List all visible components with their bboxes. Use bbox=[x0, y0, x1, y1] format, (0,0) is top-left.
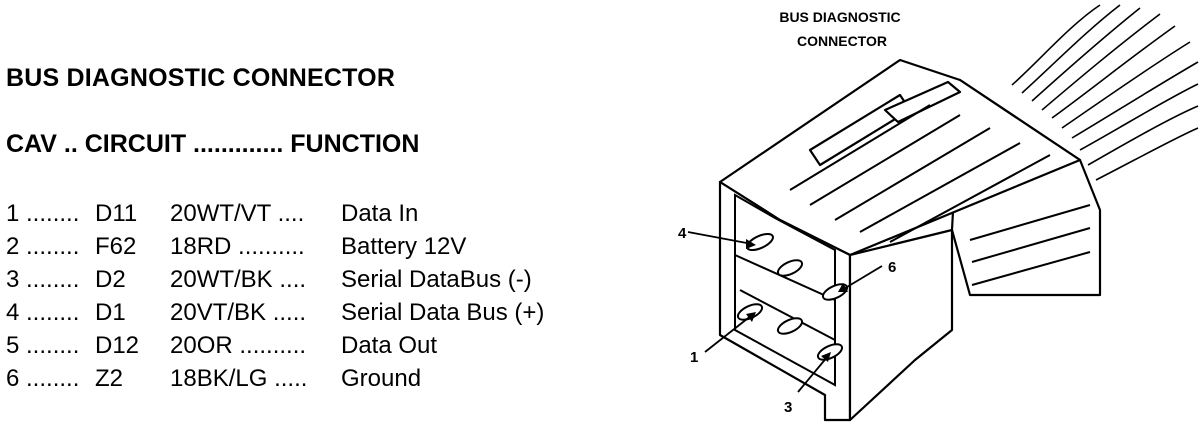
function-cell: Ground bbox=[341, 365, 422, 392]
terminal-5 bbox=[776, 317, 804, 335]
wire-bundle bbox=[1011, 4, 1199, 181]
connector-terminals bbox=[736, 232, 849, 361]
function-cell: Serial Data Bus (+) bbox=[341, 299, 545, 326]
circuit-cell: D2 bbox=[95, 266, 126, 293]
callout-6: 6 bbox=[888, 259, 896, 276]
cav-cell: 2 ........ bbox=[6, 233, 80, 260]
callout-arrowheads bbox=[746, 239, 848, 362]
function-cell: Data In bbox=[341, 200, 419, 227]
function-cell: Data Out bbox=[341, 332, 438, 359]
table-header: CAV .. CIRCUIT ............. FUNCTION bbox=[6, 130, 420, 158]
wire-cell: 20WT/VT .... bbox=[170, 200, 305, 227]
callout-1: 1 bbox=[690, 349, 698, 366]
circuit-cell: D11 bbox=[95, 200, 138, 227]
callout-4: 4 bbox=[678, 225, 687, 242]
cav-cell: 6 ........ bbox=[6, 365, 80, 392]
wire-cell: 18BK/LG ..... bbox=[170, 365, 308, 392]
circuit-cell: Z2 bbox=[95, 365, 124, 392]
page-title: BUS DIAGNOSTIC CONNECTOR bbox=[6, 64, 396, 92]
wire-cell: 20VT/BK ..... bbox=[170, 299, 307, 326]
cav-cell: 1 ........ bbox=[6, 200, 80, 227]
callout-3: 3 bbox=[784, 399, 792, 416]
diagram-title-line2: CONNECTOR bbox=[797, 33, 887, 49]
circuit-cell: F62 bbox=[95, 233, 137, 260]
cav-cell: 5 ........ bbox=[6, 332, 80, 359]
function-cell: Serial DataBus (-) bbox=[341, 266, 532, 293]
cav-cell: 3 ........ bbox=[6, 266, 80, 293]
wire-cell: 18RD .......... bbox=[170, 233, 305, 260]
connector-diagram: BUS DIAGNOSTIC CONNECTOR bbox=[678, 4, 1199, 422]
circuit-cell: D12 bbox=[95, 332, 140, 359]
diagram-title-line1: BUS DIAGNOSTIC bbox=[779, 9, 900, 25]
wire-cell: 20WT/BK .... bbox=[170, 266, 307, 293]
circuit-cell: D1 bbox=[95, 299, 126, 326]
callout-lines bbox=[687, 231, 883, 393]
function-cell: Battery 12V bbox=[341, 233, 467, 260]
terminal-2 bbox=[776, 259, 804, 277]
cav-cell: 4 ........ bbox=[6, 299, 80, 326]
connector-ribs bbox=[789, 104, 1091, 286]
wire-cell: 20OR .......... bbox=[170, 332, 307, 359]
